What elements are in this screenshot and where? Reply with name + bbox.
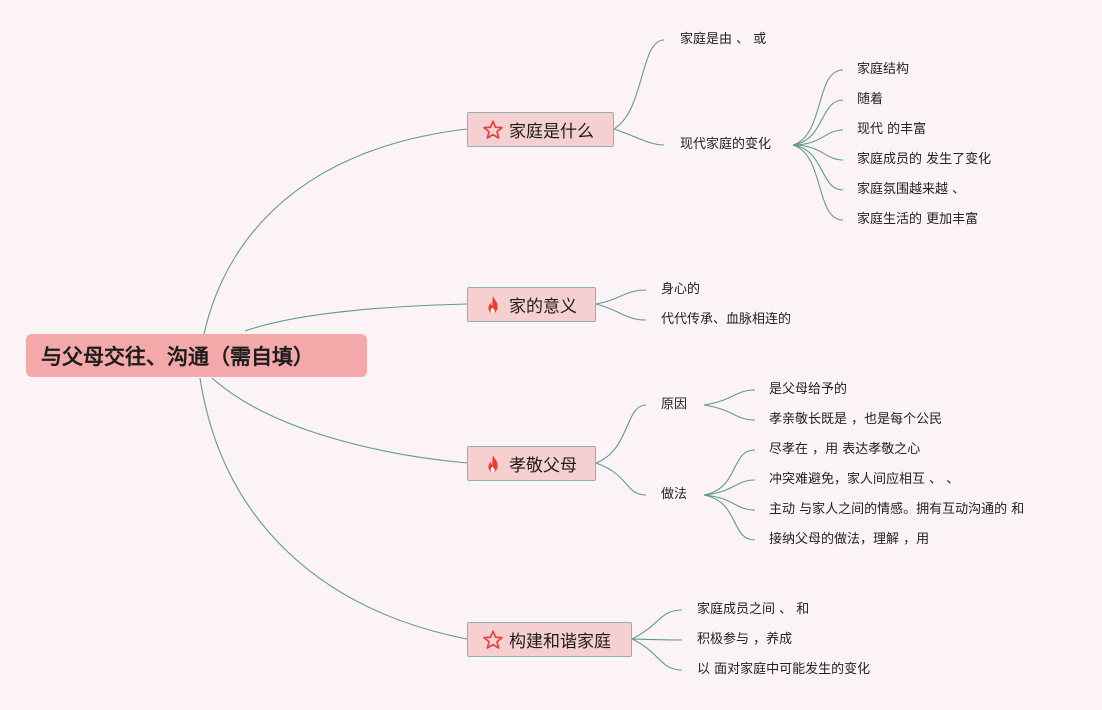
leaf-node[interactable]: 随着 (857, 92, 884, 107)
leaf-node[interactable]: 代代传承、血脉相连的 (661, 312, 792, 327)
fire-icon (482, 453, 504, 475)
leaf-node[interactable]: 以 面对家庭中可能发生的变化 (697, 662, 871, 677)
leaf-node[interactable]: 家庭成员之间 、 和 (697, 602, 810, 617)
topic-label: 构建和谐家庭 (509, 632, 611, 652)
connector (595, 303, 647, 321)
connector (613, 39, 665, 130)
connector (703, 404, 756, 421)
star-icon (482, 629, 504, 651)
subtopic-node[interactable]: 原因 (661, 397, 688, 412)
topic-label: 孝敬父母 (509, 456, 577, 476)
leaf-node[interactable]: 冲突难避免，家人间应相互 、 、 (769, 472, 960, 487)
connector (631, 638, 683, 641)
topic-filial-piety[interactable]: 孝敬父母 (467, 446, 596, 481)
connector (792, 99, 844, 146)
connector (703, 449, 756, 496)
leaf-node[interactable]: 尽孝在 ，用 表达孝敬之心 (769, 442, 921, 457)
subtopic-node[interactable]: 做法 (661, 487, 688, 502)
topic-label: 家庭是什么 (509, 122, 594, 142)
connector (631, 609, 683, 640)
leaf-node[interactable]: 是父母给予的 (769, 382, 848, 397)
leaf-node[interactable]: 主动 与家人之间的情感。拥有互动沟通的 和 (769, 502, 1025, 517)
topic-meaning-of-home[interactable]: 家的意义 (467, 287, 596, 322)
leaf-node[interactable]: 接纳父母的做法，理解 ，用 (769, 532, 930, 547)
root-topic[interactable]: 与父母交往、沟通（需自填） (26, 334, 367, 377)
connector (792, 144, 844, 221)
leaf-node[interactable]: 现代 的丰富 (857, 122, 927, 137)
leaf-node[interactable]: 家庭结构 (857, 62, 910, 77)
leaf-node[interactable]: 孝亲敬长既是 ，也是每个公民 (769, 412, 943, 427)
connector (703, 479, 756, 496)
connector (703, 494, 756, 511)
connector (211, 377, 468, 464)
connector (595, 289, 647, 305)
connector (613, 128, 665, 146)
connector (595, 462, 647, 496)
topic-harmonious-family[interactable]: 构建和谐家庭 (467, 622, 632, 657)
star-icon (482, 119, 504, 141)
fire-icon (482, 294, 504, 316)
topic-what-is-family[interactable]: 家庭是什么 (467, 112, 614, 147)
connector (199, 128, 468, 357)
leaf-node[interactable]: 家庭是由 、 或 (680, 32, 767, 47)
connector (792, 144, 844, 161)
topic-label: 家的意义 (509, 297, 577, 317)
leaf-node[interactable]: 家庭氛围越来越 、 (857, 182, 966, 197)
root-topic-label: 与父母交往、沟通（需自填） (41, 344, 314, 369)
connector (792, 69, 844, 146)
leaf-node[interactable]: 积极参与 ，养成 (697, 632, 793, 647)
connector (792, 129, 844, 146)
connector (199, 377, 468, 640)
leaf-node[interactable]: 家庭生活的 更加丰富 (857, 212, 979, 227)
leaf-node[interactable]: 家庭成员的 发生了变化 (857, 152, 992, 167)
connector (595, 404, 647, 464)
connector (703, 389, 756, 406)
connector (703, 494, 756, 541)
subtopic-node[interactable]: 现代家庭的变化 (680, 137, 772, 152)
connector (244, 303, 468, 332)
leaf-node[interactable]: 身心的 (661, 282, 701, 297)
connector (631, 638, 683, 671)
connector (792, 144, 844, 191)
